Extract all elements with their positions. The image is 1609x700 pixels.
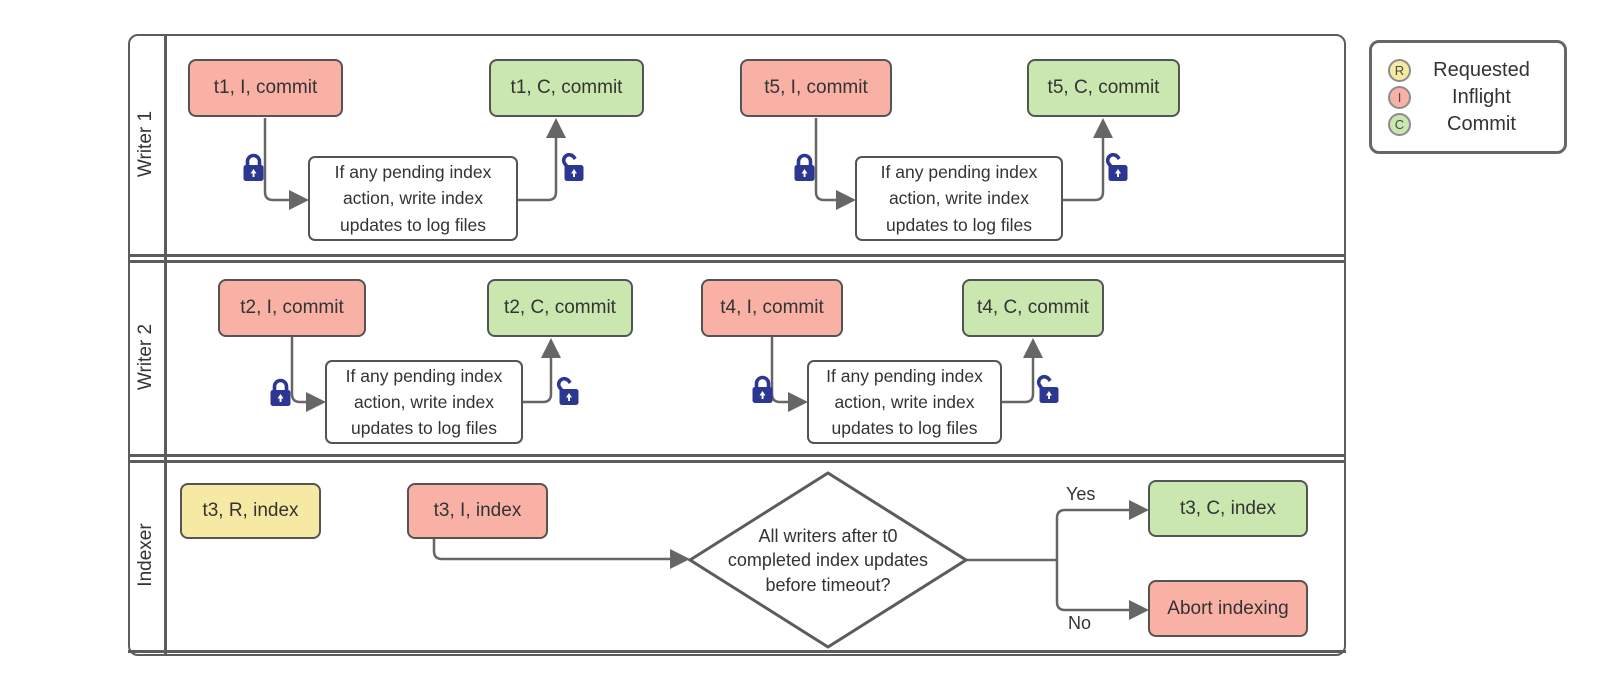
note-pending-index-w1a: If any pending index action, write index… — [308, 156, 518, 241]
legend-label-requested: Requested — [1433, 58, 1530, 81]
node-abort-indexing: Abort indexing — [1148, 580, 1308, 637]
lock-closed-icon — [752, 375, 773, 403]
inflight-state-icon: I — [1388, 85, 1411, 109]
note-pending-index-w1b: If any pending index action, write index… — [855, 156, 1063, 241]
legend-row-inflight: I Inflight — [1388, 84, 1552, 111]
lane-divider-2a — [128, 454, 1346, 457]
lane-divider-bottom-inner — [128, 650, 1346, 653]
note-pending-index-w2a: If any pending index action, write index… — [325, 360, 523, 444]
decision-question: All writers after t0 completed index upd… — [727, 526, 929, 595]
lock-open-icon — [561, 152, 584, 181]
node-t2-inflight: t2, I, commit — [218, 279, 366, 337]
node-t4-commit: t4, C, commit — [962, 279, 1104, 337]
legend-label-commit: Commit — [1447, 112, 1516, 135]
lane-label-writer-2: Writer 2 — [135, 323, 156, 391]
branch-label-no: No — [1068, 613, 1092, 633]
node-t3-inflight: t3, I, index — [407, 483, 548, 539]
node-t1-commit: t1, C, commit — [489, 59, 644, 117]
lane-divider-2b — [128, 460, 1346, 463]
node-t2-commit: t2, C, commit — [487, 279, 633, 337]
node-t3-commit: t3, C, index — [1148, 480, 1308, 537]
node-t5-commit: t5, C, commit — [1027, 59, 1180, 117]
node-t3-requested: t3, R, index — [180, 483, 321, 539]
lock-open-icon — [1036, 374, 1059, 403]
note-pending-index-w2b: If any pending index action, write index… — [807, 360, 1002, 444]
lock-closed-icon — [243, 153, 264, 181]
requested-state-icon: R — [1388, 58, 1411, 82]
legend: R Requested I Inflight C Commit — [1369, 40, 1567, 154]
commit-state-icon: C — [1388, 112, 1411, 136]
lane-header-divider — [164, 34, 167, 656]
lock-closed-icon — [270, 378, 291, 406]
lane-label-indexer: Indexer — [135, 523, 156, 587]
lock-closed-icon — [794, 153, 815, 181]
legend-label-inflight: Inflight — [1452, 85, 1511, 108]
lane-divider-1b — [128, 260, 1346, 263]
node-t4-inflight: t4, I, commit — [701, 279, 843, 337]
lane-label-writer-1: Writer 1 — [135, 110, 156, 178]
branch-label-yes: Yes — [1066, 484, 1096, 504]
lock-open-icon — [556, 376, 579, 405]
lock-open-icon — [1105, 152, 1128, 181]
lane-divider-1a — [128, 254, 1346, 257]
node-t1-inflight: t1, I, commit — [188, 59, 343, 117]
node-t5-inflight: t5, I, commit — [740, 59, 892, 117]
legend-row-commit: C Commit — [1388, 111, 1552, 138]
legend-row-requested: R Requested — [1388, 57, 1552, 84]
